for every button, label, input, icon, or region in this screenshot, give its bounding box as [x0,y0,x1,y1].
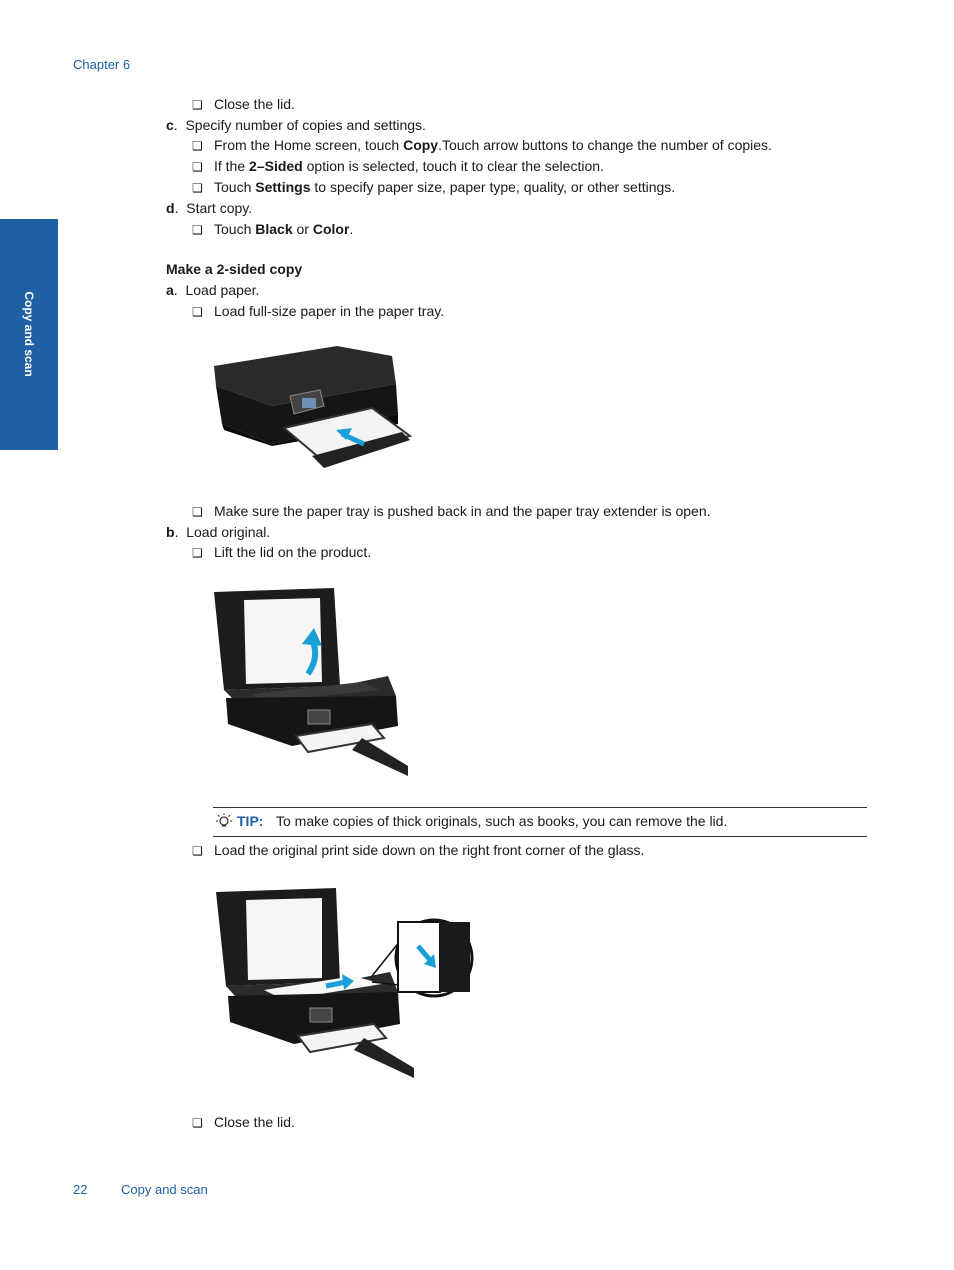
checkbox-icon: ❑ [192,505,203,519]
arrow-icon [336,428,366,447]
list-item: ❑Lift the lid on the product. [192,544,372,560]
chapter-header: Chapter 6 [73,57,131,72]
printer-load-original-figure [216,888,474,1078]
page-number: 22 [73,1182,88,1197]
printer-lift-lid-figure [214,588,408,776]
checkbox-icon: ❑ [192,160,203,174]
checkbox-icon: ❑ [192,546,203,560]
list-item: ❑Close the lid. [192,96,295,112]
arrow-icon [416,944,436,968]
checkbox-icon: ❑ [192,181,203,195]
tip-box: TIP: To make copies of thick originals, … [213,807,867,837]
checkbox-icon: ❑ [192,98,203,112]
side-tab: Copy and scan [0,219,58,450]
step-a: a. Load paper. [166,282,260,298]
step-c: c. Specify number of copies and settings… [166,117,426,133]
list-item: ❑Make sure the paper tray is pushed back… [192,503,711,519]
checkbox-icon: ❑ [192,305,203,319]
list-item: ❑Close the lid. [192,1114,295,1130]
side-tab-label: Copy and scan [22,291,36,377]
printer-load-paper-figure [214,346,413,468]
checkbox-icon: ❑ [192,844,203,858]
tip-text: To make copies of thick originals, such … [276,813,728,829]
checkbox-icon: ❑ [192,1116,203,1130]
step-d: d. Start copy. [166,200,253,216]
list-item: ❑Touch Settings to specify paper size, p… [192,179,676,195]
arrow-icon [302,628,322,676]
step-b: b. Load original. [166,524,271,540]
list-item: ❑Load full-size paper in the paper tray. [192,303,445,319]
tip-label: TIP: [237,813,264,829]
lightbulb-icon [216,813,232,827]
checkbox-icon: ❑ [192,139,203,153]
section-heading: Make a 2-sided copy [166,261,303,277]
footer-title: Copy and scan [121,1182,208,1197]
list-item: ❑From the Home screen, touch Copy.Touch … [192,137,772,153]
list-item: ❑Touch Black or Color. [192,221,354,237]
list-item: ❑Load the original print side down on th… [192,842,645,858]
checkbox-icon: ❑ [192,223,203,237]
list-item: ❑If the 2–Sided option is selected, touc… [192,158,604,174]
arrow-icon [325,974,354,990]
